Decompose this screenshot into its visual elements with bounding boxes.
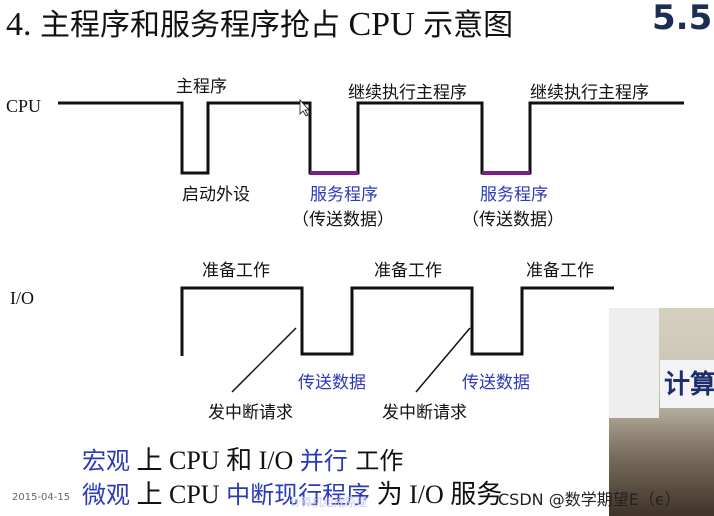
service-sub-label-1: （传送数据） — [292, 210, 394, 230]
slide-date: 2015-04-15 — [12, 492, 71, 503]
start-peripheral-label: 启动外设 — [182, 185, 250, 205]
prepare-label-2: 准备工作 — [374, 261, 442, 281]
macro-parallel: 并行 — [299, 447, 348, 475]
micro-end: 为 I/O 服务 — [370, 480, 503, 509]
micro-summary-line: 微观 上 CPU 中断现行程序 为 I/O 服务 — [82, 474, 502, 511]
micro-interrupt: 中断现行程序 — [226, 481, 371, 509]
watermark: CSDN @数学期望E（ϵ） — [498, 490, 681, 509]
continue-main-label-1: 继续执行主程序 — [348, 83, 467, 103]
transfer-label-2: 传送数据 — [462, 373, 530, 393]
transfer-label-1: 传送数据 — [298, 373, 366, 393]
title-prefix: 4. — [6, 6, 40, 43]
mouse-cursor-icon — [299, 98, 310, 117]
service-program-label-1: 服务程序 — [310, 185, 378, 205]
main-program-label: 主程序 — [176, 77, 227, 97]
micro-word: 微观 — [82, 481, 130, 509]
continue-main-label-2: 继续执行主程序 — [530, 83, 649, 103]
macro-word: 宏观 — [82, 447, 130, 475]
title-zh: 主程序和服务程序抢占 — [40, 8, 340, 43]
footer-course-name: 计算机组成原理 — [290, 496, 367, 509]
interrupt-line-2 — [415, 327, 471, 393]
page-number: 5.5 — [652, 0, 713, 38]
video-sign-text: 计算 — [664, 370, 714, 400]
io-axis-label: I/O — [10, 288, 34, 308]
title-cpu: CPU — [340, 6, 424, 43]
macro-summary-line: 宏观 上 CPU 和 I/O 并行 工作 — [82, 440, 403, 477]
prepare-label-1: 准备工作 — [202, 261, 270, 281]
interrupt-request-label-1: 发中断请求 — [208, 403, 293, 423]
prepare-label-3: 准备工作 — [526, 261, 594, 281]
service-sub-label-2: （传送数据） — [462, 210, 564, 230]
interrupt-request-label-2: 发中断请求 — [382, 403, 467, 423]
cpu-axis-label: CPU — [6, 96, 42, 116]
title-zh2: 示意图 — [423, 8, 514, 43]
video-wall — [609, 308, 659, 418]
interrupt-line-1 — [231, 327, 297, 393]
video-sign — [660, 360, 714, 408]
slide-title: 4. 主程序和服务程序抢占 CPU 示意图 — [6, 0, 513, 44]
macro-end: 工作 — [347, 447, 404, 475]
micro-mid: 上 CPU — [130, 480, 227, 509]
io-waveform — [180, 286, 614, 356]
service-program-label-2: 服务程序 — [480, 185, 548, 205]
macro-mid: 上 CPU 和 I/O — [130, 446, 300, 475]
cpu-waveform — [58, 101, 684, 175]
